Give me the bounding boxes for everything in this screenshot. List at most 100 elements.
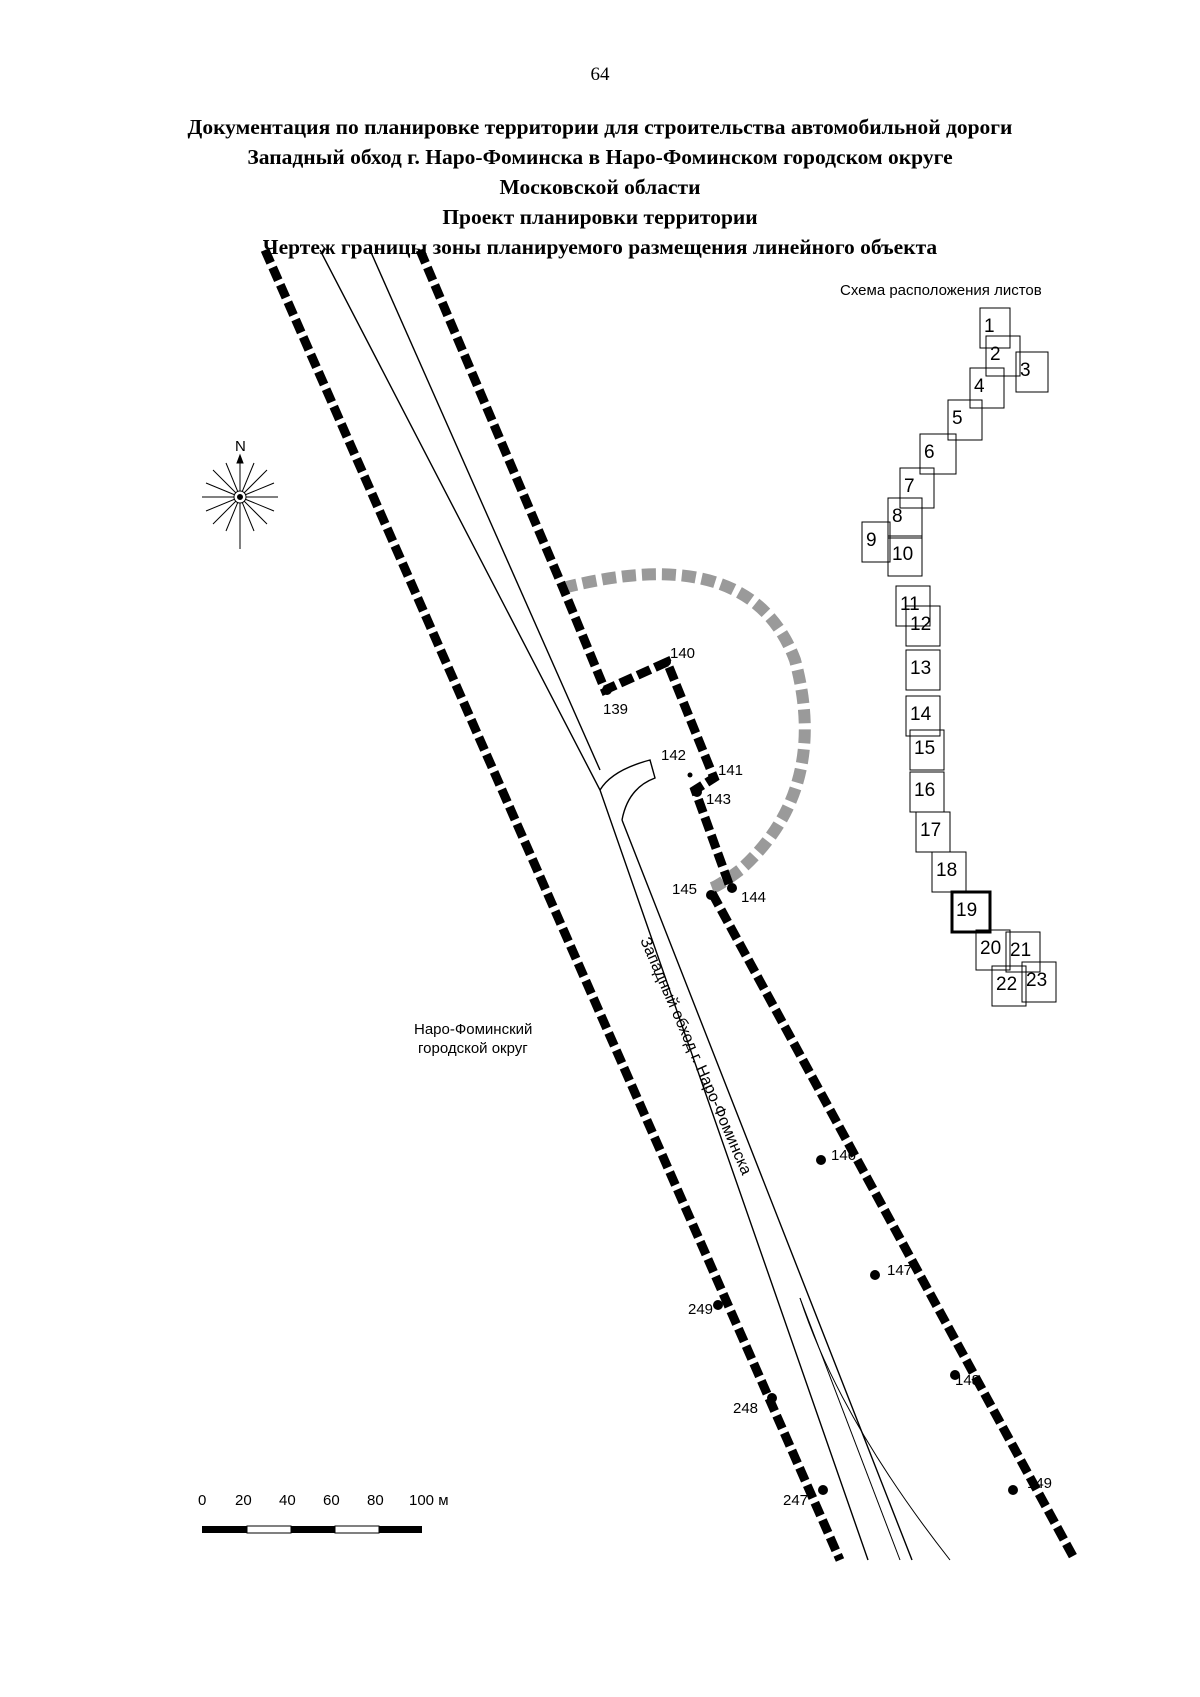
sheet-label-2: 2 (990, 344, 1001, 365)
title-line-3: Московской области (499, 175, 701, 199)
north-label: N (235, 438, 246, 455)
ramp-line-2 (799, 1297, 951, 1561)
point-144 (727, 883, 737, 893)
sheet-label-11: 11 (900, 594, 920, 615)
boundary-right-upper (415, 248, 735, 889)
label-142: 142 (661, 747, 686, 764)
scale-seg-5 (379, 1526, 422, 1533)
sheet-label-15: 15 (914, 738, 935, 759)
title-line-4: Проект планировки территории (442, 205, 758, 229)
district-label-line1: Наро-Фоминский (414, 1021, 532, 1038)
sheet-20 (975, 929, 1011, 971)
compass-rose: N (202, 438, 278, 549)
scale-tick-100: 100 м (409, 1492, 449, 1509)
label-146: 146 (831, 1147, 856, 1164)
scale-seg-4 (334, 1525, 380, 1534)
sheet-2 (985, 335, 1021, 377)
sheet-label-7: 7 (904, 476, 915, 497)
sheet-label-10: 10 (892, 544, 913, 565)
label-139: 139 (603, 701, 628, 718)
scale-tick-0: 0 (198, 1492, 206, 1509)
sheet-23 (1021, 961, 1057, 1003)
point-143 (692, 787, 702, 797)
label-247: 247 (783, 1492, 808, 1509)
label-144: 144 (741, 889, 766, 906)
point-149 (1008, 1485, 1018, 1495)
document-title: Документация по планировке территории дл… (0, 112, 1200, 262)
sheet-label-13: 13 (910, 658, 931, 679)
label-141: 141 (718, 762, 743, 779)
point-139 (602, 685, 612, 695)
page-number: 64 (590, 64, 610, 85)
sheet-18 (931, 851, 967, 893)
sheet-label-8: 8 (892, 506, 903, 527)
scale-seg-2 (246, 1525, 292, 1534)
point-labels: 139 140 141 142 143 144 145 146 147 148 … (603, 645, 1052, 1509)
compass-icon (202, 453, 278, 549)
sheet-21 (1005, 931, 1041, 973)
sheet-4 (969, 367, 1005, 409)
sheet-label-4: 4 (974, 376, 985, 397)
label-140: 140 (670, 645, 695, 662)
sheet-label-22: 22 (996, 974, 1017, 995)
sheet-label-23: 23 (1026, 970, 1047, 991)
label-249: 249 (688, 1301, 713, 1318)
road-branch (599, 759, 656, 821)
sheet-3 (1015, 351, 1049, 393)
point-248 (767, 1393, 777, 1403)
sheet-label-16: 16 (914, 780, 935, 801)
sheet-5 (947, 399, 983, 441)
road-edge-right-lower (621, 819, 913, 1561)
scale-seg-1 (202, 1526, 247, 1533)
sheet-label-18: 18 (936, 860, 957, 881)
label-248: 248 (733, 1400, 758, 1417)
scale-tick-20: 20 (235, 1492, 252, 1509)
sheet-label-12: 12 (910, 614, 931, 635)
point-146 (816, 1155, 826, 1165)
sheet-layout-inset: Схема расположения листов 12345678910111… (840, 282, 1057, 1007)
sheet-7 (899, 467, 935, 509)
title-line-5: Чертеж границы зоны планируемого размеще… (262, 235, 938, 259)
sheet-13 (905, 649, 941, 691)
sheet-label-19: 19 (956, 900, 977, 921)
sheet-label-3: 3 (1020, 360, 1031, 381)
sheet-15 (909, 729, 945, 771)
sheet-14 (905, 695, 941, 737)
sheet-label-14: 14 (910, 704, 932, 725)
sheet-9 (861, 521, 891, 563)
sheet-label-6: 6 (924, 442, 935, 463)
district-label-line2: городской округ (418, 1040, 528, 1057)
sheet-12 (905, 605, 941, 647)
sheet-label-1: 1 (984, 316, 995, 337)
point-142 (687, 772, 693, 778)
title-line-1: Документация по планировке территории дл… (187, 115, 1013, 139)
scale-bar: 0 20 40 60 80 100 м (198, 1492, 449, 1534)
point-148 (950, 1370, 960, 1380)
scale-tick-60: 60 (323, 1492, 340, 1509)
road-edge-left (319, 249, 869, 1561)
boundary-left (260, 248, 845, 1562)
point-249 (713, 1300, 723, 1310)
label-143: 143 (706, 791, 731, 808)
title-line-2: Западный обход г. Наро-Фоминска в Наро-Ф… (247, 145, 953, 169)
point-147 (870, 1270, 880, 1280)
label-147: 147 (887, 1262, 912, 1279)
sheet-label-17: 17 (920, 820, 941, 841)
sheet-19 (950, 890, 992, 934)
sheet-label-9: 9 (866, 530, 877, 551)
sheet-1 (979, 307, 1011, 349)
boundary-right-lower (708, 890, 1079, 1563)
point-247 (818, 1485, 828, 1495)
sheet-label-21: 21 (1010, 940, 1031, 961)
sheet-8 (887, 497, 923, 539)
inset-title: Схема расположения листов (840, 282, 1042, 299)
label-149: 149 (1027, 1475, 1052, 1492)
point-145 (706, 890, 716, 900)
point-140 (663, 658, 671, 666)
sheet-10 (887, 535, 923, 577)
sheet-label-5: 5 (952, 408, 963, 429)
scale-seg-3 (291, 1526, 335, 1533)
label-148: 148 (955, 1372, 980, 1389)
road-edge-right (369, 249, 601, 771)
